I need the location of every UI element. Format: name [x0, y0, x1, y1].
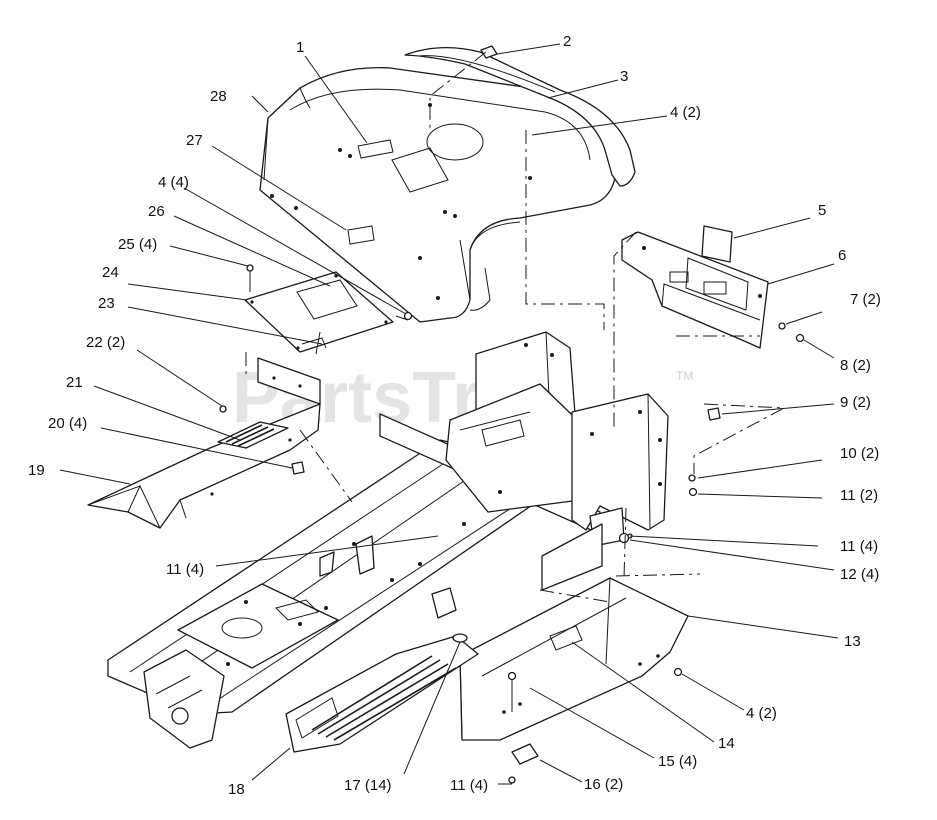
- callout-19: 19: [28, 462, 45, 479]
- callout-9: 9 (2): [840, 394, 871, 411]
- clip-nut-part[interactable]: [707, 407, 721, 421]
- screw-part[interactable]: [673, 667, 683, 677]
- callout-20: 20 (4): [48, 415, 87, 432]
- bracket-part[interactable]: [511, 743, 539, 765]
- screw-part[interactable]: [219, 405, 227, 413]
- rear-plate-part[interactable]: [621, 231, 769, 349]
- callout-16: 16 (2): [584, 776, 623, 793]
- callout-23: 23: [98, 295, 115, 312]
- watermark-tm: TM: [676, 369, 693, 383]
- callout-28: 28: [210, 88, 227, 105]
- callout-27: 27: [186, 132, 203, 149]
- bolt-part[interactable]: [246, 264, 254, 292]
- mat-clip-part[interactable]: [452, 633, 468, 643]
- floor-mat-part[interactable]: [285, 635, 479, 753]
- callout-3: 3: [620, 68, 628, 85]
- callout-4-4: 4 (4): [158, 174, 189, 191]
- bolt-part[interactable]: [507, 671, 517, 713]
- callout-5: 5: [818, 202, 826, 219]
- callout-17: 17 (14): [344, 777, 392, 794]
- callout-6: 6: [838, 247, 846, 264]
- callout-22: 22 (2): [86, 334, 125, 351]
- callout-15: 15 (4): [658, 753, 697, 770]
- callout-11-4-bottom: 11 (4): [450, 777, 488, 794]
- trim-strip-part[interactable]: [404, 47, 636, 187]
- assembly-guides: [245, 51, 786, 603]
- leader-lines: [59, 43, 839, 785]
- callout-7: 7 (2): [850, 291, 881, 308]
- callout-2: 2: [563, 33, 571, 50]
- instruction-panel-part[interactable]: [244, 271, 394, 355]
- footrest-part[interactable]: [459, 577, 689, 741]
- callout-25: 25 (4): [118, 236, 157, 253]
- callout-18: 18: [228, 781, 245, 798]
- dash-panel-part[interactable]: [87, 357, 321, 529]
- frame-part[interactable]: [107, 331, 669, 749]
- callout-4-2-bottom: 4 (2): [746, 705, 777, 722]
- callout-13: 13: [844, 633, 861, 650]
- nut-part[interactable]: [508, 776, 516, 784]
- callout-14: 14: [718, 735, 735, 752]
- clip-nut-part[interactable]: [291, 461, 305, 475]
- callout-12: 12 (4): [840, 566, 879, 583]
- callout-21: 21: [66, 374, 83, 391]
- spacer-part[interactable]: [618, 532, 630, 544]
- callout-11-4-left: 11 (4): [166, 561, 204, 578]
- decal-part[interactable]: [701, 225, 733, 263]
- washer-part[interactable]: [688, 474, 696, 482]
- callout-26: 26: [148, 203, 165, 220]
- callout-labels: 1 2 3 4 (2) 5 6 7 (2) 8 (2) 9 (2) 10 (2)…: [28, 33, 881, 798]
- washer-part[interactable]: [778, 322, 786, 330]
- callout-1: 1: [296, 39, 304, 56]
- nut-part[interactable]: [795, 333, 805, 343]
- callout-11-4-right: 11 (4): [840, 538, 878, 555]
- callout-24: 24: [102, 264, 119, 281]
- callout-8: 8 (2): [840, 357, 871, 374]
- callout-11-2: 11 (2): [840, 487, 878, 504]
- callout-10: 10 (2): [840, 445, 879, 462]
- callout-4-2-top: 4 (2): [670, 104, 701, 121]
- nut-part[interactable]: [688, 487, 698, 497]
